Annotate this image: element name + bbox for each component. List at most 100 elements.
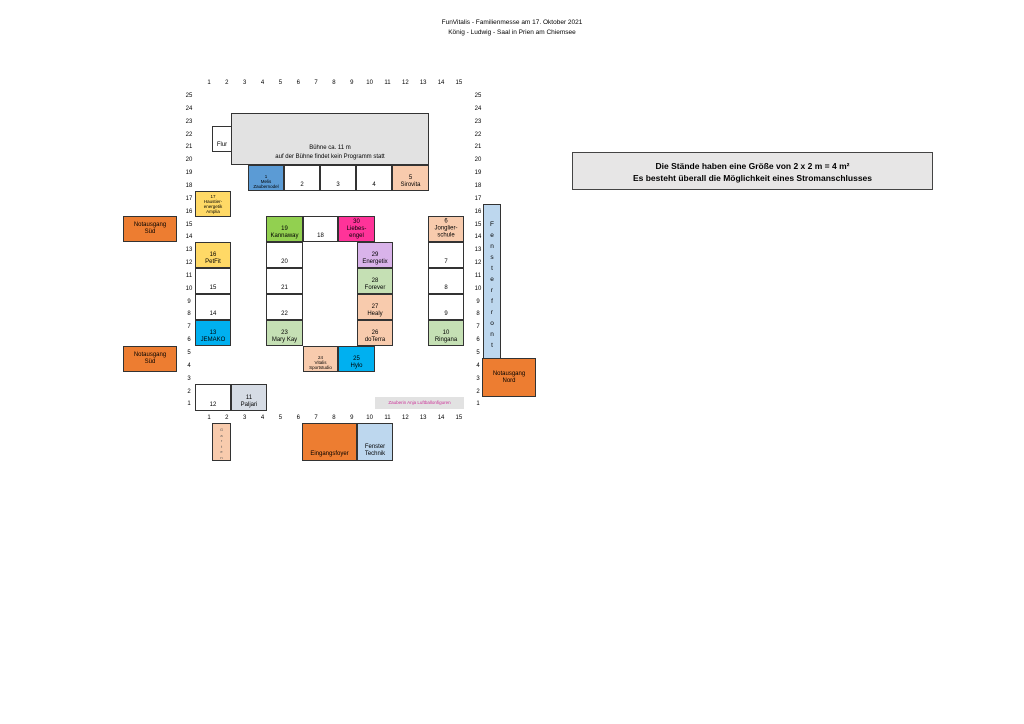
- stand-10-label: 10 Ringana: [434, 330, 458, 343]
- row-label-left-14: 14: [185, 234, 193, 241]
- row-label-right-8: 8: [476, 311, 480, 318]
- stand-8[interactable]: 8: [428, 268, 464, 294]
- row-label-right-21: 21: [474, 144, 482, 151]
- stand-15-label: 15: [209, 285, 217, 291]
- stand-30[interactable]: 30 Liebes- engel: [338, 216, 375, 242]
- stand-28[interactable]: 28 Forever: [357, 268, 393, 294]
- stand-21-label: 21: [281, 285, 288, 291]
- stand-26-label: 26 doTerra: [364, 330, 386, 343]
- row-label-right-19: 19: [474, 170, 482, 177]
- row-label-right-2: 2: [476, 388, 480, 395]
- row-label-right-1: 1: [476, 401, 480, 408]
- stand-26[interactable]: 26 doTerra: [357, 320, 393, 346]
- flur-area: Flur: [212, 126, 232, 152]
- row-label-right-22: 22: [474, 131, 482, 138]
- column-label-top-13: 13: [419, 80, 427, 86]
- fensterfront-letter: o: [490, 320, 494, 327]
- column-label-bottom-14: 14: [437, 415, 445, 421]
- stand-17[interactable]: 17 Haustier- energetik Amplia: [195, 191, 231, 217]
- stand-5-label: 5 Sirovita: [400, 175, 421, 188]
- row-label-left-1: 1: [187, 401, 191, 408]
- column-label-top-9: 9: [350, 80, 354, 86]
- column-label-bottom-13: 13: [419, 415, 427, 421]
- row-label-right-25: 25: [474, 93, 482, 99]
- stand-14-label: 14: [209, 311, 217, 317]
- column-label-top-3: 3: [243, 80, 247, 86]
- fensterfront-letter: f: [491, 298, 493, 305]
- stand-1[interactable]: 1 Melis Zaubernodel: [248, 165, 284, 191]
- stand-8-label: 8: [444, 285, 448, 291]
- zauberin-area: Zauberin Anja Luftballonfiguren: [375, 397, 464, 409]
- stand-2-label: 2: [300, 182, 304, 188]
- column-label-bottom-6: 6: [296, 415, 300, 421]
- row-label-left-3: 3: [187, 375, 191, 382]
- eingangsfoyer[interactable]: Eingangsfoyer: [302, 423, 357, 461]
- row-label-left-11: 11: [185, 272, 193, 279]
- stand-1-label: 1 Melis Zaubernodel: [253, 174, 279, 189]
- row-label-left-10: 10: [185, 285, 193, 292]
- row-label-right-13: 13: [474, 247, 482, 254]
- stand-24[interactable]: 24 Vitalis Sportstudio: [303, 346, 338, 372]
- stand-19-label: 19 Kannaway: [270, 226, 299, 239]
- row-label-right-15: 15: [474, 221, 482, 228]
- fensterfront-letter: e: [490, 232, 494, 239]
- stand-18-label: 18: [317, 233, 324, 239]
- row-label-left-7: 7: [187, 324, 191, 331]
- fenster-technik-label: Fenster Technik: [364, 444, 386, 457]
- stand-3-label: 3: [336, 182, 340, 188]
- column-label-bottom-12: 12: [402, 415, 409, 421]
- row-label-right-11: 11: [474, 272, 482, 279]
- stand-12[interactable]: 12: [195, 384, 231, 411]
- stage[interactable]: Bühne ca. 11 m auf der Bühne findet kein…: [231, 113, 429, 165]
- stand-29[interactable]: 29 Energetix: [357, 242, 393, 268]
- row-label-right-14: 14: [474, 234, 482, 241]
- stand-4[interactable]: 4: [356, 165, 392, 191]
- stand-25-label: 25 Hylo: [350, 356, 363, 369]
- stand-5[interactable]: 5 Sirovita: [392, 165, 429, 191]
- stand-22-label: 22: [281, 311, 288, 317]
- stand-27[interactable]: 27 Healy: [357, 294, 393, 320]
- stand-29-label: 29 Energetix: [362, 252, 388, 265]
- stand-27-label: 27 Healy: [367, 304, 383, 317]
- stand-25[interactable]: 25 Hylo: [338, 346, 375, 372]
- stand-13[interactable]: 13 JEMAKO: [195, 320, 231, 346]
- exit-sued-bottom[interactable]: Notausgang Süd: [123, 346, 177, 372]
- stand-19[interactable]: 19 Kannaway: [266, 216, 303, 242]
- exit-nord[interactable]: Notausgang Nord: [482, 358, 536, 397]
- fensterfront-letter: F: [490, 221, 494, 228]
- exit-sued-top[interactable]: Notausgang Süd: [123, 216, 177, 242]
- stand-18[interactable]: 18: [303, 216, 338, 242]
- stand-16[interactable]: 16 PetFit: [195, 242, 231, 268]
- stand-17-label: 17 Haustier- energetik Amplia: [203, 194, 223, 214]
- column-label-top-8: 8: [332, 80, 336, 86]
- stand-3[interactable]: 3: [320, 165, 356, 191]
- garden-strip-letter: a: [220, 432, 223, 438]
- column-label-top-1: 1: [207, 80, 211, 86]
- column-label-bottom-10: 10: [366, 415, 373, 421]
- stand-9[interactable]: 9: [428, 294, 464, 320]
- column-label-bottom-2: 2: [225, 415, 229, 421]
- fensterfront-letter: e: [490, 276, 494, 283]
- stand-10[interactable]: 10 Ringana: [428, 320, 464, 346]
- stand-6[interactable]: 6 Jonglier- schule: [428, 216, 464, 242]
- stand-22[interactable]: 22: [266, 294, 303, 320]
- column-label-bottom-11: 11: [384, 415, 391, 421]
- column-label-top-10: 10: [366, 80, 373, 86]
- stand-20[interactable]: 20: [266, 242, 303, 268]
- stand-14[interactable]: 14: [195, 294, 231, 320]
- row-label-left-4: 4: [187, 362, 191, 369]
- stand-23[interactable]: 23 Mary Kay: [266, 320, 303, 346]
- row-label-left-17: 17: [185, 195, 193, 202]
- row-label-right-6: 6: [476, 337, 480, 344]
- stand-11[interactable]: 11 Paljari: [231, 384, 267, 411]
- stand-21[interactable]: 21: [266, 268, 303, 294]
- column-label-top-5: 5: [278, 80, 283, 86]
- stand-2[interactable]: 2: [284, 165, 320, 191]
- fenster-technik: Fenster Technik: [357, 423, 393, 461]
- stand-7[interactable]: 7: [428, 242, 464, 268]
- row-label-right-10: 10: [474, 285, 482, 292]
- fensterfront-letter: n: [490, 331, 494, 338]
- stand-15[interactable]: 15: [195, 268, 231, 294]
